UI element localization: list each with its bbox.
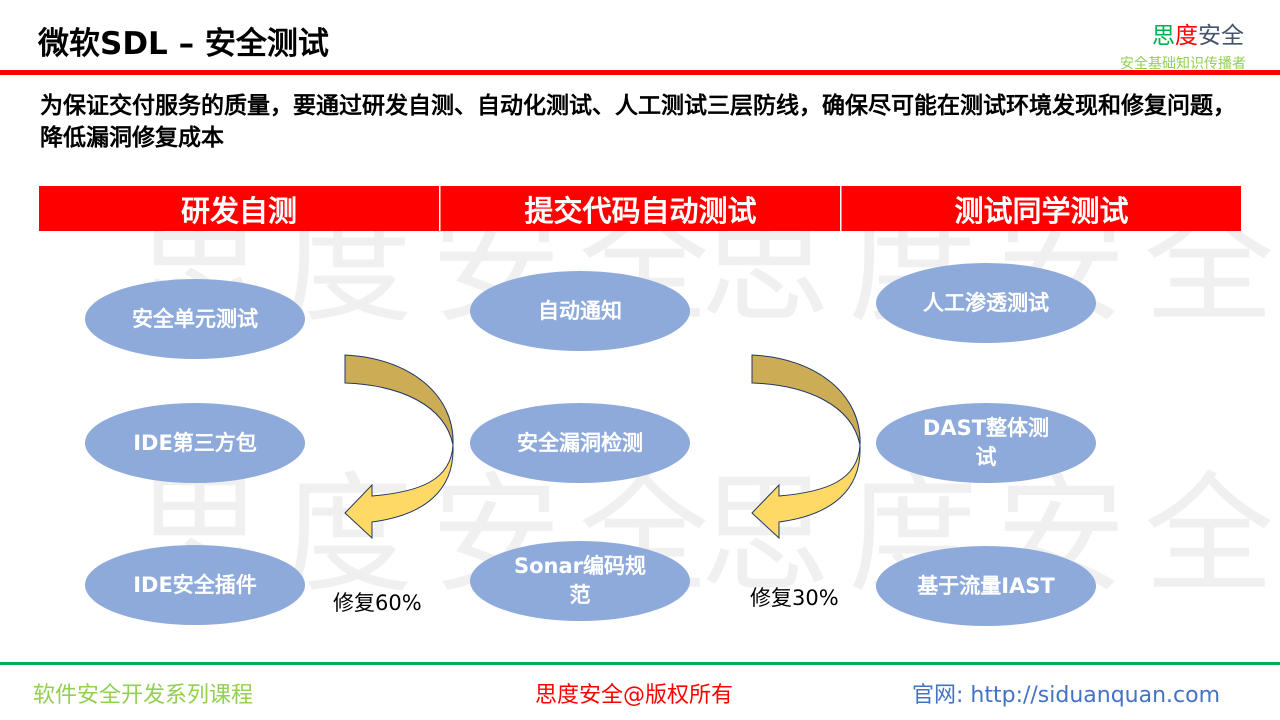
slide-title: 微软SDL – 安全测试: [38, 26, 329, 62]
footer-copyright: 思度安全@版权所有: [535, 683, 734, 708]
brand-logo: 思度安全: [1152, 23, 1244, 49]
brand-subtitle: 安全基础知识传播者: [1120, 56, 1246, 72]
step-ellipse: DAST整体测试: [876, 403, 1096, 483]
fix-percent-label: 修复60%: [333, 591, 422, 615]
column-header: 研发自测: [39, 186, 439, 231]
fix-percent-label: 修复30%: [750, 586, 839, 610]
column-header: 提交代码自动测试: [440, 186, 840, 231]
step-ellipse: 安全单元测试: [85, 279, 305, 359]
step-ellipse: Sonar编码规范: [470, 541, 690, 621]
step-ellipse: 安全漏洞检测: [470, 403, 690, 483]
footer-divider: [0, 662, 1280, 665]
curved-arrow-icon: [751, 354, 861, 540]
step-ellipse: 自动通知: [470, 271, 690, 351]
step-ellipse: IDE安全插件: [85, 545, 305, 625]
intro-text: 为保证交付服务的质量，要通过研发自测、自动化测试、人工测试三层防线，确保尽可能在…: [40, 93, 1236, 151]
column-header: 测试同学测试: [841, 186, 1241, 231]
step-ellipse: 人工渗透测试: [876, 263, 1096, 343]
step-ellipse: 基于流量IAST: [876, 546, 1096, 626]
footer-website-link[interactable]: 官网: http://siduanquan.com: [912, 683, 1221, 708]
header-divider: [0, 70, 1280, 75]
step-ellipse: IDE第三方包: [85, 403, 305, 483]
curved-arrow-icon: [344, 354, 454, 540]
footer-course: 软件安全开发系列课程: [33, 683, 254, 708]
